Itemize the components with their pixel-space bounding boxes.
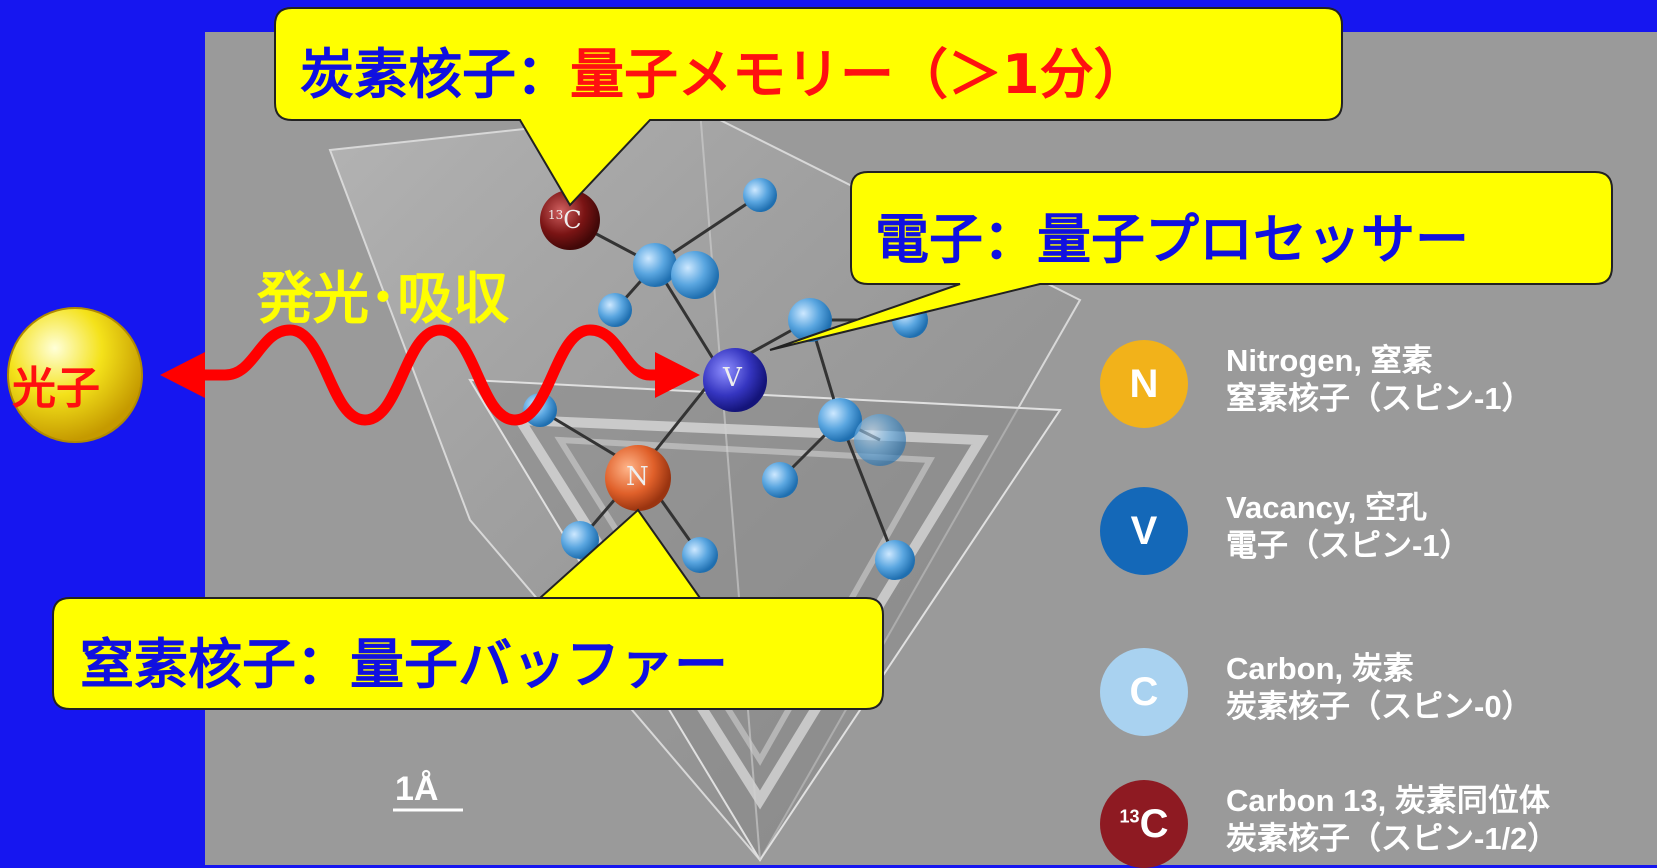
wave-arrow-left (160, 352, 205, 398)
legend-name: Nitrogen, 窒素 (1226, 343, 1433, 378)
carbon-atom (762, 462, 798, 498)
callout-nitrogen-balloon (52, 508, 884, 710)
callout-electron-balloon (769, 171, 1613, 351)
emission-absorption-label: 発光･吸収 (257, 267, 509, 332)
legend-badge-nitrogen: N (1100, 340, 1188, 428)
carbon13-atom (540, 190, 600, 250)
carbon13-mass-label: 13 (548, 208, 564, 222)
legend-name: Vacancy, 空孔 (1226, 490, 1428, 525)
carbon-atom (682, 537, 718, 573)
scale-bar-label: 1Å (395, 770, 439, 808)
carbon13-atom-label: 13C (548, 206, 582, 234)
legend-desc: 電子（スピン-1） (1226, 528, 1471, 563)
carbon-atoms (523, 178, 928, 580)
emission-absorption-wave (194, 324, 676, 426)
nitrogen-atom (605, 445, 671, 511)
callout-carbon-highlight: 量子メモリー（＞1分） (570, 43, 1148, 106)
callout-electron-text: 電子：量子プロセッサー (875, 208, 1469, 271)
carbon-atom (561, 521, 599, 559)
carbon-atom (854, 414, 906, 466)
callout-carbon-balloon (274, 7, 1343, 207)
carbon13-symbol-label: C (563, 206, 582, 234)
nitrogen-atom-label: N (626, 462, 649, 492)
callout-carbon-text: 炭素核子：量子メモリー（＞1分） (300, 30, 1148, 109)
callout-nitrogen-text: 窒素核子：量子バッファー (80, 633, 728, 696)
legend-badge-vacancy: V (1100, 487, 1188, 575)
carbon-atom (875, 540, 915, 580)
legend-desc: 炭素核子（スピン-1/2） (1226, 821, 1559, 856)
carbon-atom (671, 251, 719, 299)
legend-badge-carbon: C (1100, 648, 1188, 736)
legend-name: Carbon 13, 炭素同位体 (1226, 783, 1550, 818)
photon-sphere (7, 307, 143, 443)
legend-desc: 炭素核子（スピン-0） (1226, 689, 1533, 724)
callout-carbon-prefix: 炭素核子： (300, 43, 570, 106)
photon-label: 光子 (12, 363, 100, 414)
carbon-atom (598, 293, 632, 327)
carbon-atom (743, 178, 777, 212)
carbon-atom (818, 398, 862, 442)
carbon-atom (788, 298, 832, 342)
legend-desc: 窒素核子（スピン-1） (1226, 381, 1533, 416)
wave-arrow-right (655, 352, 700, 398)
vacancy-atom (703, 348, 767, 412)
legend-badge-carbon13: 13C (1100, 780, 1188, 868)
vacancy-atom-label: V (723, 363, 742, 393)
carbon-atom (633, 243, 677, 287)
legend-name: Carbon, 炭素 (1226, 651, 1414, 686)
